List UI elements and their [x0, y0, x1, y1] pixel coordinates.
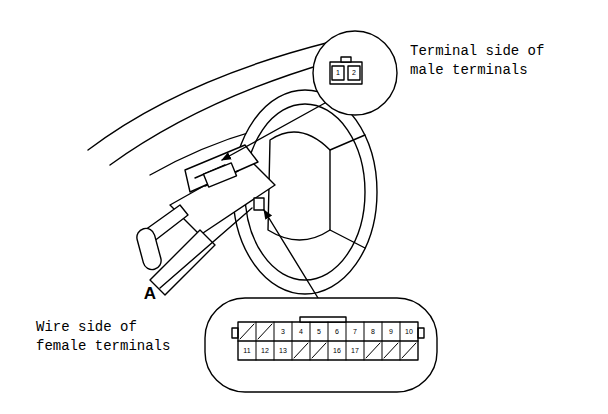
connector-view-note: Wire side of female terminals [36, 318, 186, 356]
pin-number: 5 [317, 328, 321, 336]
pin-number: 9 [389, 328, 393, 336]
pin-number: 17 [351, 347, 359, 355]
pin-number: 13 [279, 347, 287, 355]
pin-number: 10 [405, 328, 413, 336]
pin-number: 12 [261, 347, 269, 355]
callout-letter: A [144, 285, 156, 303]
pin-number: 2 [352, 69, 356, 77]
pin-number: 3 [281, 328, 285, 336]
pin-number: 6 [335, 328, 339, 336]
pin-number: 4 [299, 328, 303, 336]
connector-view-note: Terminal side of male terminals [410, 42, 560, 80]
pin-number: 16 [333, 347, 341, 355]
pin-number: 8 [371, 328, 375, 336]
pin-number: 7 [353, 328, 357, 336]
pin-number: 1 [336, 69, 340, 77]
pin-number: 11 [243, 347, 250, 355]
